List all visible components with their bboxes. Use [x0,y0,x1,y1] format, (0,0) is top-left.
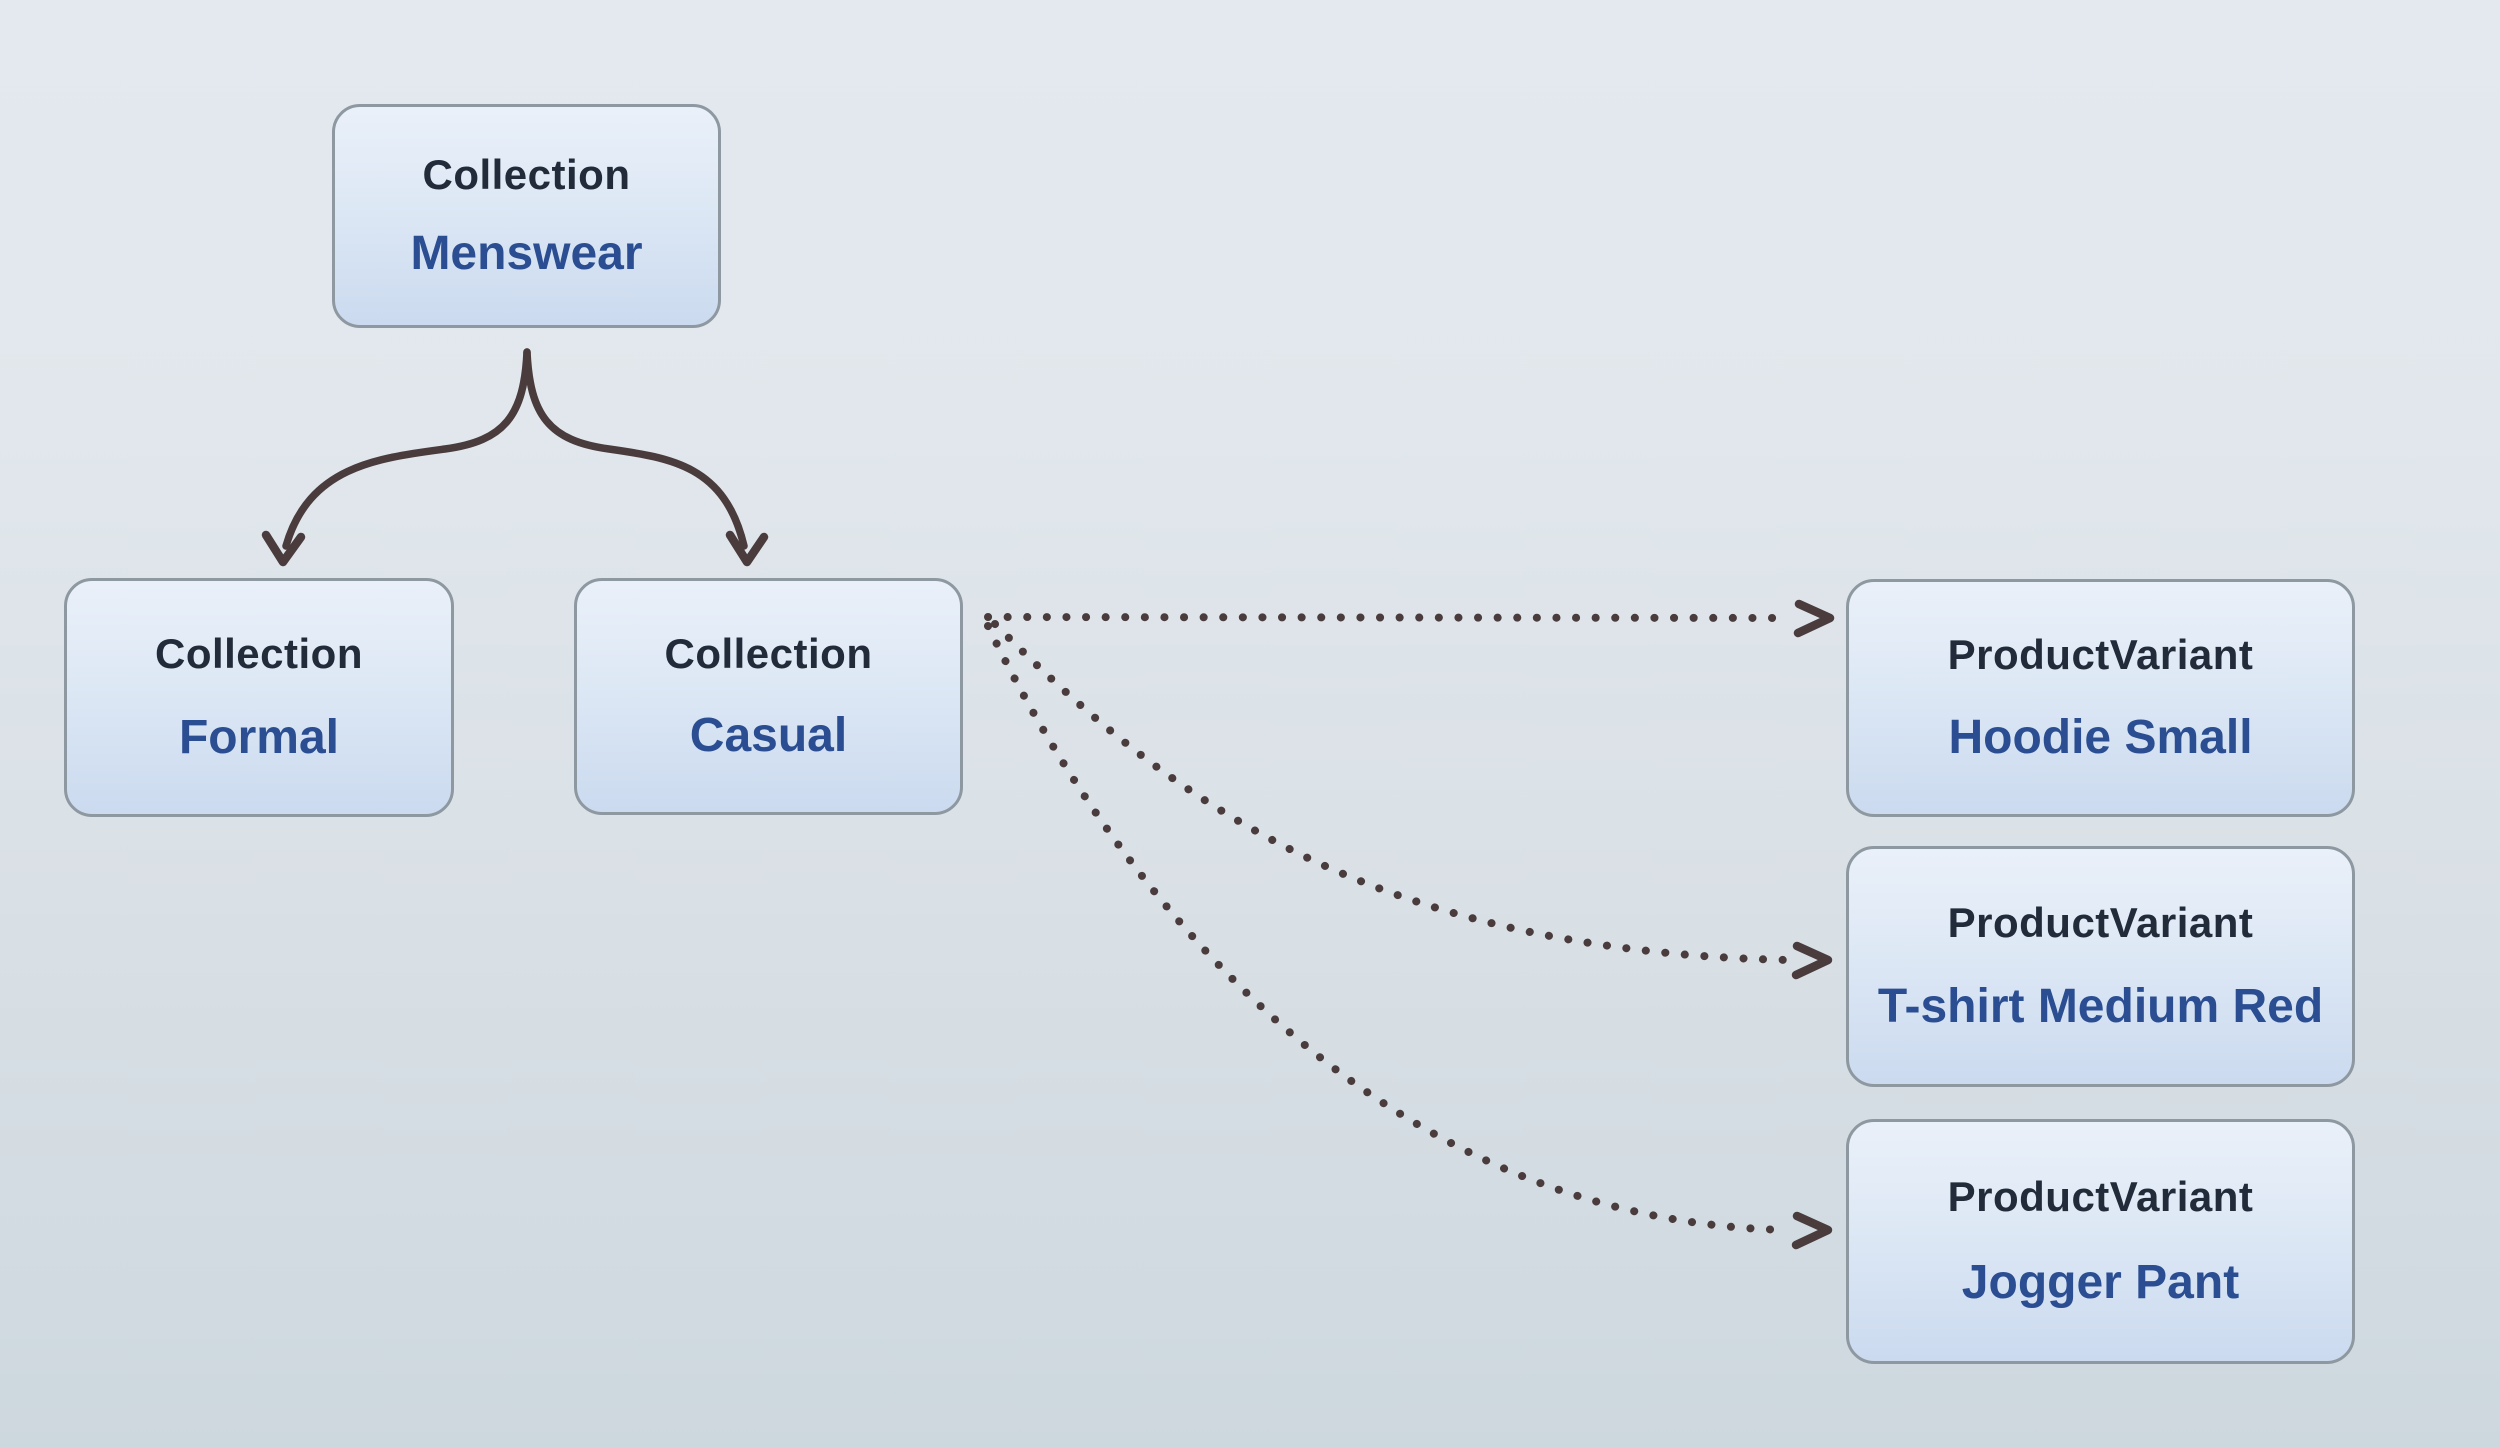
node-type-label: ProductVariant [1947,631,2254,678]
node-collection-menswear: Collection Menswear [332,104,721,328]
node-productvariant-tshirt-medium-red: ProductVariant T-shirt Medium Red [1846,846,2355,1087]
node-productvariant-hoodie-small: ProductVariant Hoodie Small [1846,579,2355,817]
node-collection-casual: Collection Casual [574,578,963,815]
edge-menswear-formal [282,348,531,550]
node-name-label: Jogger Pant [1961,1255,2240,1309]
node-type-label: Collection [664,629,873,677]
edge-menswear-casual [523,348,748,550]
node-name-label: Casual [689,709,848,763]
edge-casual-hoodie [984,613,1790,622]
edge-casual-tshirt [991,620,1790,964]
node-type-label: ProductVariant [1947,899,2254,946]
edge-casual-jogger-arrowhead [1791,1211,1833,1250]
node-name-label: T-shirt Medium Red [1877,980,2324,1033]
edge-casual-jogger [984,622,1792,1234]
node-type-label: Collection [154,630,363,678]
node-name-label: Formal [178,710,340,764]
edge-casual-tshirt-arrowhead [1791,941,1833,980]
node-type-label: ProductVariant [1947,1173,2254,1221]
node-type-label: Collection [422,151,631,199]
node-name-label: Hoodie Small [1948,711,2253,764]
node-productvariant-jogger-pant: ProductVariant Jogger Pant [1846,1119,2355,1364]
node-name-label: Menswear [410,226,643,280]
edge-casual-hoodie-arrowhead [1793,599,1835,638]
edge-menswear-formal-arrowhead [261,530,306,567]
node-collection-formal: Collection Formal [64,578,454,817]
edge-menswear-casual-arrowhead [725,530,769,567]
